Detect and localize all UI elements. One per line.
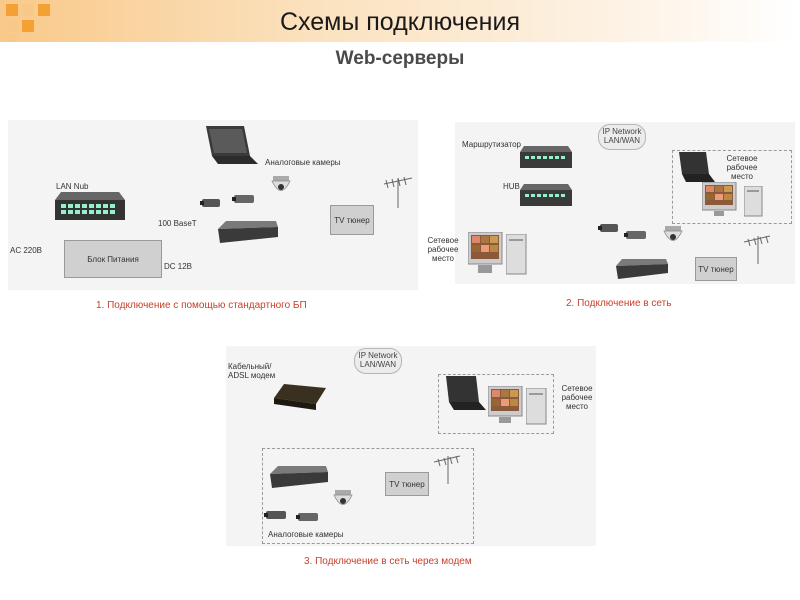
decor-square (22, 20, 34, 32)
monitor (701, 181, 740, 218)
workstation-label: Сетевое рабочее место (561, 384, 593, 411)
workstation-right-frame (672, 150, 792, 224)
dvr-server (270, 466, 328, 490)
monitor (467, 231, 504, 276)
camera (296, 510, 320, 522)
diagram2-caption: 2. Подключение в сеть (566, 298, 672, 309)
monitor (487, 385, 524, 426)
camera (624, 228, 648, 240)
dvr-server (616, 259, 668, 281)
decor-square (6, 20, 18, 32)
laptop (200, 124, 260, 168)
dvr-server (218, 221, 278, 245)
antenna-icon (740, 232, 772, 266)
hub-device (520, 184, 572, 208)
dome-camera (270, 176, 292, 196)
camera (264, 508, 288, 520)
decor-square (6, 4, 18, 16)
pc-tower (525, 387, 548, 426)
modem-device (274, 384, 326, 412)
lan-hub-label: LAN Nub (56, 182, 89, 191)
lan-hub-device (55, 192, 125, 222)
page-subtitle: Web-серверы (335, 48, 465, 69)
laptop (442, 376, 488, 416)
camera (200, 196, 222, 208)
ac-input-label: AC 220B (10, 246, 43, 255)
ip-network-cloud: IP Network LAN/WAN (354, 348, 402, 374)
power-block: Блок Питания (64, 240, 162, 278)
baset-label: 100 BaseT (158, 219, 197, 228)
camera (598, 221, 620, 233)
workstation-right-label: Сетевое рабочее место (726, 154, 758, 181)
workstation-frame (438, 374, 554, 434)
antenna-icon (430, 452, 464, 486)
decor-square (38, 4, 50, 16)
camera (232, 192, 256, 204)
dc-label: DC 12B (164, 262, 193, 271)
tv-tuner-box: TV тюнер (695, 257, 737, 281)
pc-tower (505, 233, 528, 276)
dome-camera (332, 490, 354, 510)
diagram3-panel (226, 346, 596, 546)
ip-network-cloud: IP Network LAN/WAN (598, 124, 646, 150)
pc-tower (743, 185, 764, 218)
dome-camera (662, 226, 684, 246)
cameras-label: Аналоговые камеры (268, 530, 344, 539)
tv-tuner-box: TV тюнер (385, 472, 429, 496)
decor-square (22, 4, 34, 16)
diagram1-caption: 1. Подключение с помощью стандартного БП (96, 300, 307, 311)
decor-square (6, 34, 16, 42)
local-group-frame (262, 448, 474, 544)
workstation-left-label: Сетевое рабочее место (427, 236, 459, 263)
antenna-icon (378, 174, 414, 210)
cameras-label: Аналоговые камеры (265, 158, 341, 167)
hub-label: HUB (503, 182, 520, 191)
page-title: Схемы подключения (279, 8, 520, 36)
diagram3-caption: 3. Подключение в сеть через модем (304, 556, 472, 567)
router-label: Маршрутизатор (462, 140, 521, 149)
header-band (0, 0, 800, 42)
modem-label: Кабельный/ ADSL модем (228, 362, 276, 380)
laptop (676, 152, 716, 186)
router-device (520, 146, 572, 170)
tv-tuner-box: TV тюнер (330, 205, 374, 235)
